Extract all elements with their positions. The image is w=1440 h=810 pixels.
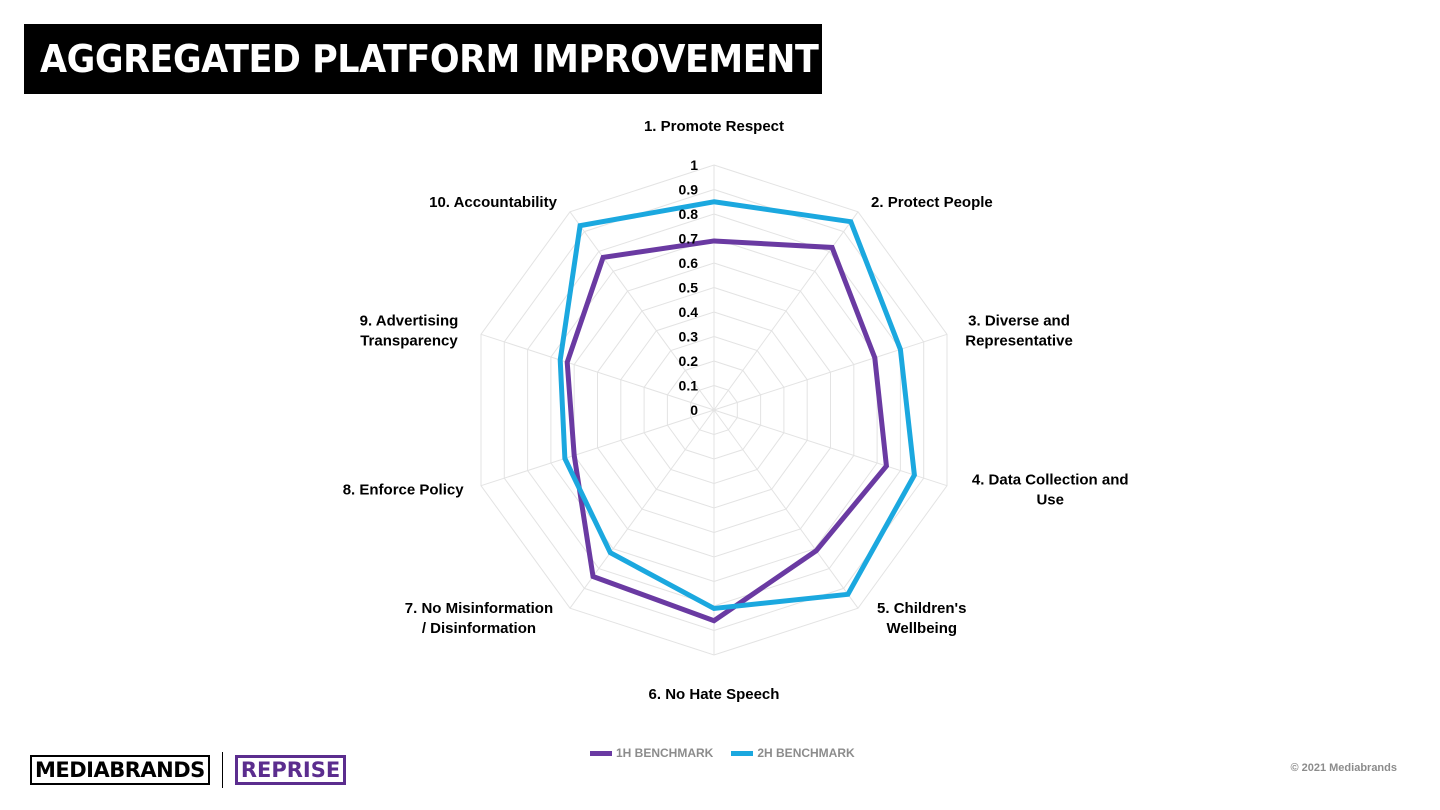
page-title: AGGREGATED PLATFORM IMPROVEMENT — [40, 37, 819, 81]
mediabrands-logo: MEDIABRANDS — [30, 755, 210, 785]
legend-item-1h: 1H BENCHMARK — [590, 746, 713, 760]
radial-tick-label: 0.8 — [679, 206, 699, 222]
legend-swatch-2h — [731, 750, 754, 756]
grid-spoke-5 — [713, 409, 859, 609]
grid-spoke-8 — [480, 409, 715, 487]
category-label-line: 4. Data Collection and — [972, 471, 1129, 488]
category-label-line: 1. Promote Respect — [644, 118, 784, 135]
series-line-1h — [564, 238, 890, 624]
radial-tick-label: 0.5 — [679, 280, 699, 296]
grid-spoke-3 — [713, 333, 948, 411]
chart-legend: 1H BENCHMARK 2H BENCHMARK — [590, 746, 855, 760]
category-label-8: 8. Enforce Policy — [343, 481, 465, 498]
radial-ticks: 0 0.1 0.2 0.3 0.4 0.5 0.6 0.7 0.8 0.9 1 — [679, 157, 699, 418]
brand-logos: MEDIABRANDS REPRISE — [30, 752, 347, 788]
category-label-7: 7. No Misinformation / Disinformation — [405, 600, 553, 637]
category-label-line: Use — [1036, 491, 1064, 508]
category-label-line: / Disinformation — [422, 620, 536, 637]
legend-swatch-1h — [590, 750, 612, 756]
category-label-line: Transparency — [360, 333, 458, 350]
category-label-line: 10. Accountability — [429, 194, 557, 211]
category-label-2: 2. Protect People — [871, 194, 993, 211]
radar-series — [557, 199, 917, 624]
radial-tick-label: 0.4 — [679, 304, 699, 320]
radial-tick-label: 0.1 — [679, 378, 699, 394]
category-label-line: 6. No Hate Speech — [649, 686, 780, 703]
radial-tick-label: 0.6 — [679, 255, 699, 271]
category-label-line: 7. No Misinformation — [405, 600, 553, 617]
logo-divider — [221, 752, 223, 788]
copyright-text: © 2021 Mediabrands — [1290, 762, 1397, 774]
reprise-logo: REPRISE — [234, 755, 347, 785]
grid-spoke-2 — [713, 211, 859, 411]
title-banner: AGGREGATED PLATFORM IMPROVEMENT — [24, 24, 822, 94]
category-label-line: 3. Diverse and — [968, 313, 1070, 330]
category-label-6: 6. No Hate Speech — [649, 686, 780, 703]
category-label-line: 5. Children's — [877, 600, 966, 617]
category-label-line: Wellbeing — [886, 620, 957, 637]
radial-tick-label: 0.2 — [679, 353, 699, 369]
category-label-1: 1. Promote Respect — [644, 118, 784, 135]
radial-tick-label: 0.3 — [679, 329, 699, 345]
grid-spoke-9 — [480, 333, 715, 411]
grid-spoke-10 — [569, 211, 715, 411]
category-label-line: 9. Advertising — [360, 313, 459, 330]
legend-item-2h: 2H BENCHMARK — [731, 746, 855, 760]
category-label-line: Representative — [965, 333, 1073, 350]
radial-tick-label: 0 — [690, 402, 698, 418]
category-labels: 1. Promote Respect 2. Protect People 3. Di… — [343, 118, 1129, 703]
category-label-10: 10. Accountability — [429, 194, 557, 211]
category-label-line: 2. Protect People — [871, 194, 993, 211]
radial-tick-label: 0.7 — [679, 231, 699, 247]
radial-tick-label: 0.9 — [679, 182, 699, 198]
category-label-line: 8. Enforce Policy — [343, 481, 465, 498]
legend-label-1h: 1H BENCHMARK — [616, 746, 714, 760]
grid-spoke-4 — [713, 409, 948, 487]
legend-label-2h: 2H BENCHMARK — [757, 746, 855, 760]
series-line-2h — [557, 199, 917, 612]
radial-tick-label: 1 — [690, 157, 698, 173]
